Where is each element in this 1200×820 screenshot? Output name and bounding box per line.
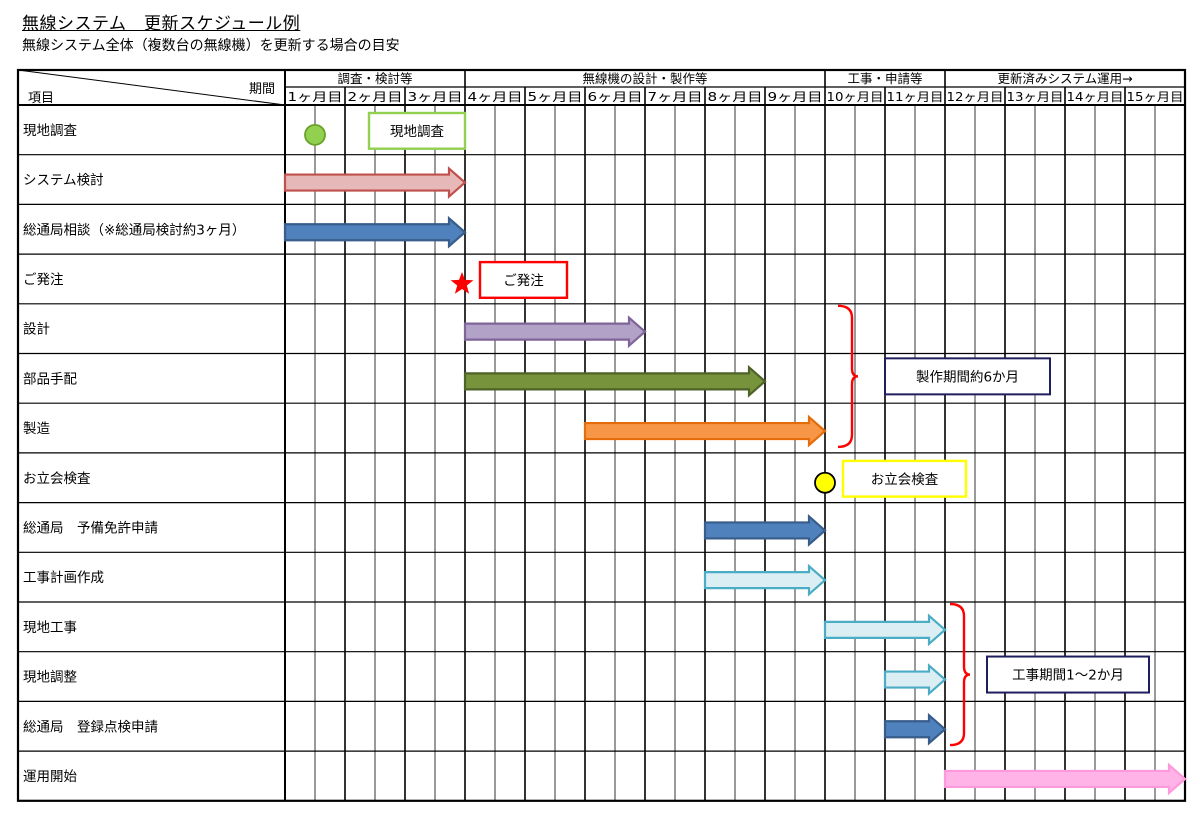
month-label: 3ヶ月目 (408, 90, 463, 104)
schedule-arrow (283, 215, 467, 249)
row-label: システム検討 (23, 173, 104, 189)
month-label: 5ヶ月目 (528, 90, 583, 104)
month-label: 2ヶ月目 (348, 90, 403, 104)
schedule-arrow (463, 315, 647, 349)
row-label: 総通局 登録点検申請 (23, 719, 158, 735)
period-summary-box (884, 357, 1051, 396)
period-summary-label: 工事期間1～2か月 (1012, 668, 1124, 684)
callout-box (367, 111, 467, 150)
row-label: 総通局 予備免許申請 (23, 520, 158, 536)
row-label: 現地調整 (23, 670, 77, 686)
month-label: 9ヶ月目 (768, 90, 823, 104)
bracket (837, 304, 859, 449)
phase-label: 更新済みシステム運用→ (997, 71, 1132, 86)
month-label: 7ヶ月目 (648, 90, 703, 104)
row-label: 現地調査 (23, 123, 77, 139)
row-label: 工事計画作成 (23, 570, 104, 586)
schedule-arrow (703, 514, 827, 547)
schedule-arrow (283, 166, 467, 199)
page-subtitle: 無線システム全体（複数台の無線機）を更新する場合の目安 (22, 38, 400, 54)
month-label: 13ヶ月目 (1007, 90, 1064, 104)
row-label: 運用開始 (23, 769, 77, 785)
item-header-label: 項目 (28, 91, 54, 106)
schedule-arrow (823, 613, 947, 647)
month-label: 8ヶ月目 (708, 90, 763, 104)
callout-label: お立会検査 (871, 472, 939, 488)
phase-label: 調査・検討等 (337, 71, 412, 86)
month-label: 1ヶ月目 (288, 90, 343, 104)
period-summary-box (986, 655, 1150, 694)
schedule-arrow (883, 663, 947, 696)
row-label: 製造 (23, 421, 50, 437)
row-label: お立会検査 (23, 471, 91, 487)
month-label: 15ヶ月目 (1127, 90, 1184, 104)
table-border (16, 68, 1187, 802)
month-label: 4ヶ月目 (468, 90, 523, 104)
month-label: 10ヶ月目 (827, 90, 884, 104)
milestone-circle-icon (814, 471, 836, 494)
schedule-arrow (883, 712, 947, 746)
row-label: 部品手配 (23, 371, 77, 387)
star-icon (450, 272, 474, 294)
phase-label: 無線機の設計・製作等 (582, 71, 707, 86)
month-label: 6ヶ月目 (588, 90, 643, 104)
bracket (949, 602, 971, 747)
month-label: 14ヶ月目 (1067, 90, 1124, 104)
callout-label: 現地調査 (390, 124, 444, 140)
phase-label: 工事・申請等 (847, 71, 922, 86)
period-summary-label: 製作期間約6か月 (916, 369, 1019, 385)
grid-lines (16, 68, 1187, 802)
period-header-label: 期間 (249, 82, 275, 97)
header-diagonal (17, 69, 286, 106)
schedule-arrow (463, 364, 767, 398)
schedule-arrow (703, 563, 827, 597)
row-label: 現地工事 (23, 620, 77, 636)
callout-box (478, 260, 569, 300)
month-label: 12ヶ月目 (947, 90, 1004, 104)
row-label: 総通局相談（※総通局検討約3ヶ月） (23, 222, 245, 238)
page-title: 無線システム 更新スケジュール例 (22, 14, 301, 34)
month-label: 11ヶ月目 (887, 90, 944, 104)
row-label: 設計 (23, 322, 50, 338)
schedule-arrow (943, 762, 1187, 796)
callout-label: ご発注 (503, 273, 544, 289)
row-label: ご発注 (23, 272, 64, 288)
milestone-circle-icon (304, 123, 326, 146)
callout-box (841, 459, 968, 498)
schedule-arrow (583, 414, 827, 448)
